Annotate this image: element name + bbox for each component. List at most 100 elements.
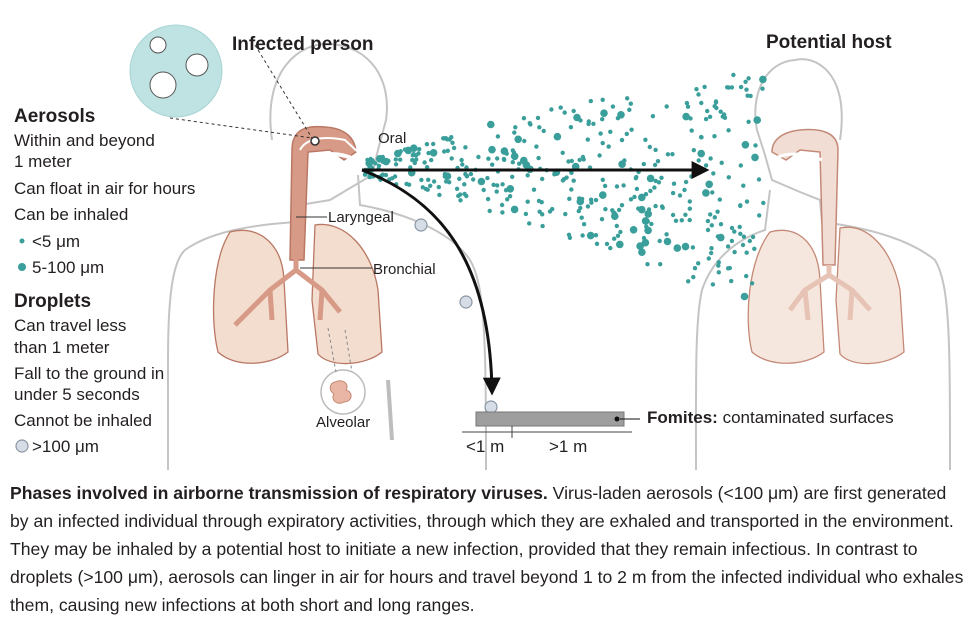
aerosol-particle-small <box>464 193 469 199</box>
aerosol-particle-small <box>708 156 713 161</box>
aerosol-particle-small <box>692 266 698 271</box>
aerosol-particle-small <box>727 265 732 271</box>
aerosol-particle-small <box>741 183 746 188</box>
aerosol-particle-medium <box>740 292 749 301</box>
aerosol-particle-small <box>687 217 692 223</box>
aerosol-particle-small <box>540 176 545 182</box>
aerosol-particle-small <box>593 197 599 203</box>
aerosol-particle-small <box>485 196 491 202</box>
aerosols-line: Within and beyond <box>14 131 155 150</box>
aerosol-particle-small <box>614 184 620 189</box>
aerosol-particle-small <box>523 211 529 217</box>
aerosol-particle-small <box>535 115 541 121</box>
aerosol-particle-small <box>629 127 634 132</box>
aerosol-particle-small <box>531 187 537 192</box>
aerosol-particle-small <box>707 114 713 120</box>
aerosol-particle-small <box>410 153 415 158</box>
aerosol-particle-small <box>487 208 492 214</box>
aerosol-particle-small <box>673 218 679 223</box>
aerosol-particle-medium <box>487 120 495 129</box>
aerosol-particle-small <box>749 281 755 286</box>
aerosol-particle-small <box>737 224 742 230</box>
aerosol-particle-small <box>426 150 431 156</box>
aerosol-particle-small <box>703 116 709 122</box>
aerosol-particle-small <box>567 196 572 201</box>
aerosol-particle-medium <box>600 109 608 117</box>
aerosol-particle-small <box>729 225 735 231</box>
aerosol-particle-small <box>450 140 455 145</box>
aerosol-particle-small <box>424 165 430 170</box>
aerosol-particle-small <box>641 161 646 167</box>
aerosol-particle-small <box>499 202 505 208</box>
aerosol-particle-small <box>445 148 450 153</box>
figure-caption: Phases involved in airborne transmission… <box>10 479 968 619</box>
aerosol-particle-small <box>600 117 605 122</box>
aerosol-particle-small <box>619 137 625 143</box>
aerosol-size-small: <5 μm <box>32 232 81 251</box>
aerosol-particle-small <box>659 175 664 180</box>
aerosol-particle-small <box>457 176 462 181</box>
aerosol-particle-small <box>510 174 515 179</box>
aerosol-particle-medium <box>682 112 690 121</box>
aerosol-particle-small <box>740 242 746 248</box>
aerosol-particle-small <box>602 183 608 189</box>
aerosol-particle-small <box>495 156 500 161</box>
aerosol-particle-small <box>577 157 582 163</box>
aerosol-particle-small <box>652 162 658 168</box>
aerosol-particle-small <box>458 198 463 203</box>
aerosol-particle-small <box>443 179 449 184</box>
aerosol-particle-small <box>702 84 707 90</box>
legend-dot-small <box>19 238 25 244</box>
aerosol-particle-small <box>760 86 765 91</box>
aerosol-particle-small <box>687 206 692 211</box>
aerosol-particle-small <box>710 282 716 287</box>
aerosol-particle-small <box>711 171 716 176</box>
aerosol-particle-small <box>744 199 750 204</box>
aerosol-particle-small <box>527 221 532 226</box>
aerosol-particle-small <box>402 147 408 152</box>
aerosol-particle-small <box>717 197 722 202</box>
aerosol-particle-small <box>705 108 710 114</box>
aerosol-particle-small <box>696 261 701 266</box>
aerosol-particle-small <box>683 179 689 185</box>
aerosol-particle-small <box>671 181 677 186</box>
aerosol-particle-small <box>683 212 688 217</box>
bronchial-label: Bronchial <box>373 261 436 278</box>
aerosol-particle-small <box>579 215 584 220</box>
aerosol-particle-small <box>691 274 696 280</box>
aerosol-particle-small <box>746 119 751 125</box>
aerosol-particle-small <box>599 217 605 222</box>
aerosol-particle-small <box>449 156 454 161</box>
aerosol-particle-small <box>650 114 656 119</box>
aerosol-particle-small <box>459 157 464 163</box>
laryngeal-label: Laryngeal <box>328 209 394 226</box>
aerosol-particle-small <box>525 199 530 204</box>
aerosol-particle-small <box>410 157 415 163</box>
droplet-arrow <box>361 168 501 396</box>
aerosol-particle-small <box>571 108 576 114</box>
aerosol-particle-small <box>485 175 490 181</box>
aerosol-particle-small <box>756 177 762 182</box>
aerosol-particle-small <box>370 158 375 163</box>
aerosol-particle-small <box>720 114 725 119</box>
aerosol-particle-small <box>376 163 382 168</box>
falling-droplets <box>414 218 498 414</box>
aerosol-particle-small <box>552 172 557 177</box>
aerosol-particle-small <box>732 249 737 255</box>
aerosol-particle-medium <box>553 132 562 141</box>
oral-label: Oral <box>378 130 407 147</box>
aerosol-particle-small <box>619 203 625 208</box>
aerosol-particle-small <box>431 179 437 184</box>
aerosol-particle-small <box>522 138 527 144</box>
aerosol-particle-small <box>748 93 753 99</box>
aerosol-particle-medium <box>705 180 713 189</box>
aerosol-particle-small <box>637 244 642 249</box>
aerosol-particle-small <box>420 185 425 190</box>
aerosol-particle-small <box>412 160 417 166</box>
aerosol-particle-small <box>612 236 617 241</box>
aerosol-particle-small <box>653 178 658 184</box>
aerosol-particle-small <box>585 137 590 142</box>
fomites-text: contaminated surfaces <box>722 408 894 427</box>
aerosol-particle-small <box>451 145 457 151</box>
droplets-line: than 1 meter <box>14 338 110 357</box>
